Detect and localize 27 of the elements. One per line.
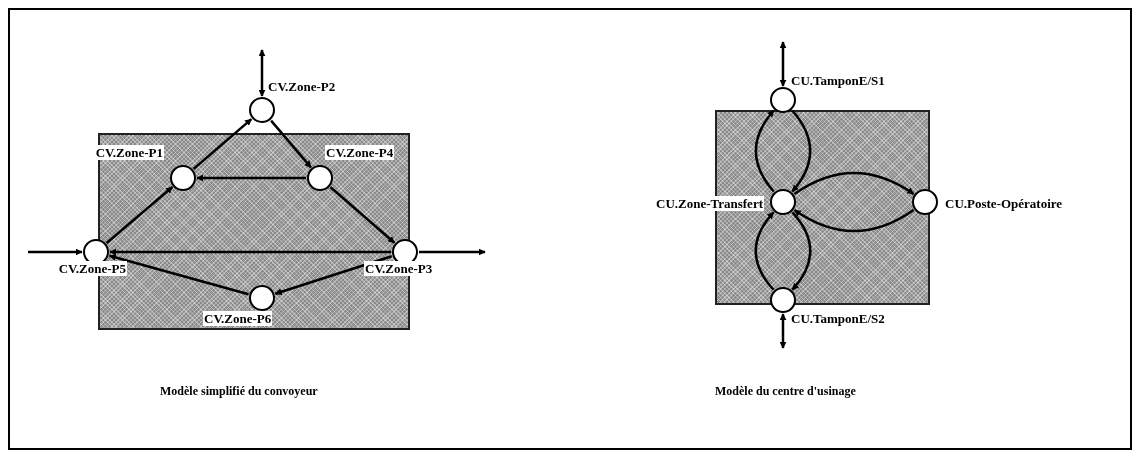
arrow <box>754 109 775 193</box>
arrow <box>270 119 312 169</box>
arrow <box>28 248 83 256</box>
arrow <box>779 313 787 349</box>
arrow <box>192 118 253 170</box>
place-label: CV.Zone-P4 <box>325 145 395 160</box>
place-label: CU.Poste-Opératoire <box>944 196 1064 211</box>
arrow <box>258 49 266 97</box>
arrow <box>109 248 391 256</box>
arrow <box>105 186 174 244</box>
arrow <box>791 109 812 193</box>
arrow <box>793 209 915 233</box>
arrow <box>329 186 396 244</box>
place-label: CU.Zone-Transfert <box>655 196 764 211</box>
figure-caption: Modèle simplifié du convoyeur <box>160 384 318 399</box>
arrow <box>274 255 393 296</box>
arrow <box>779 41 787 87</box>
place-label: CV.Zone-P1 <box>94 145 164 160</box>
figure-caption: Modèle du centre d'usinage <box>715 384 856 399</box>
place-label: CV.Zone-P6 <box>203 311 273 326</box>
place-label: CV.Zone-P3 <box>364 261 434 276</box>
arrow <box>793 171 915 195</box>
place-label: CV.Zone-P5 <box>57 261 127 276</box>
arrow <box>791 211 812 291</box>
arrow <box>754 211 775 291</box>
arrow <box>196 174 306 182</box>
arrow <box>419 248 486 256</box>
